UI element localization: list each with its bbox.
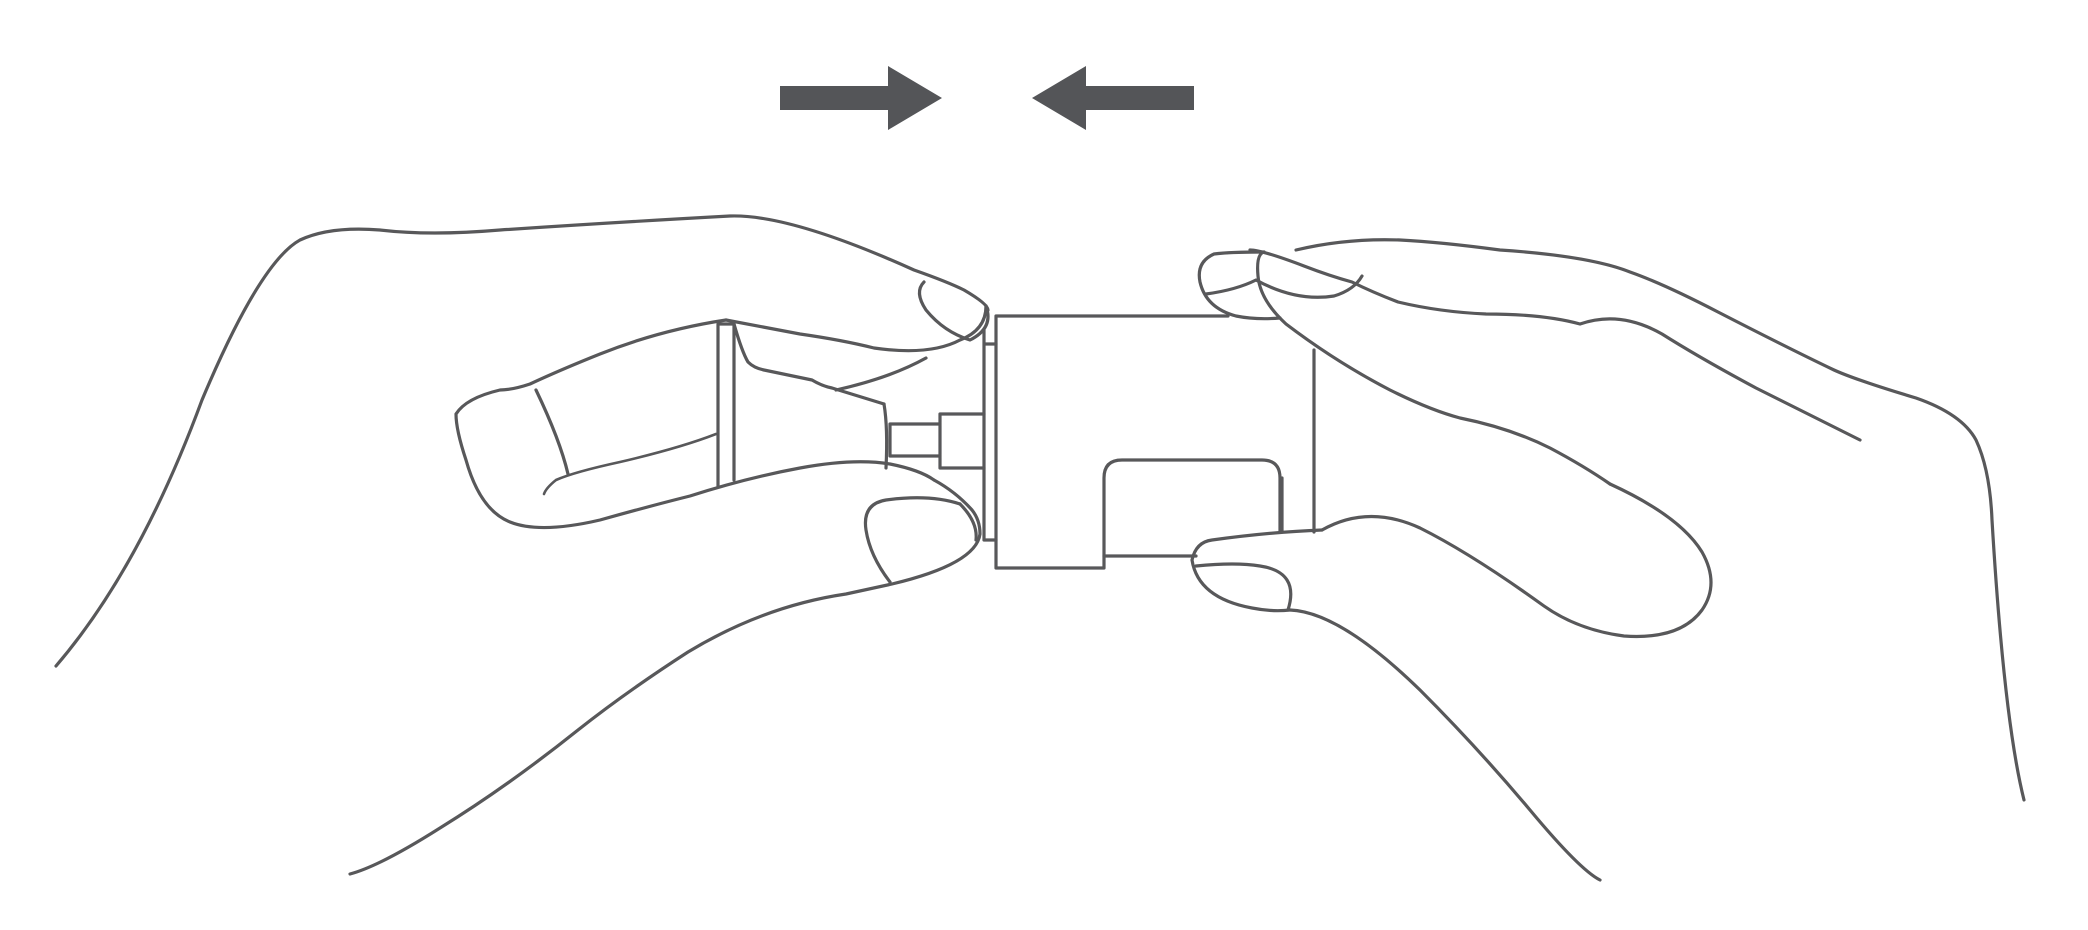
device-housing	[994, 314, 1316, 570]
left-thumb-nail	[917, 280, 990, 342]
right-index-finger-inner	[1256, 250, 1612, 486]
left-hand-upper-outline	[54, 214, 990, 668]
vial-shoulder	[732, 322, 886, 406]
right-hand	[1190, 238, 2026, 882]
right-middle-finger	[1190, 528, 1324, 613]
left-index-crease	[542, 432, 718, 496]
arrow-right-icon	[780, 66, 942, 130]
device-window	[1102, 458, 1282, 558]
left-middle-finger-top	[834, 356, 928, 392]
right-thumb-fold	[1204, 274, 1364, 299]
left-thumb-lower	[724, 304, 988, 353]
vial-neck	[882, 402, 889, 470]
left-index-finger	[454, 318, 936, 530]
device-connector	[888, 412, 986, 470]
vial	[716, 322, 886, 488]
left-hand	[54, 214, 990, 876]
left-index-knuckle	[534, 388, 570, 476]
vial-body	[716, 322, 736, 488]
arrow-left-icon	[1032, 66, 1194, 130]
right-thumb-nail	[1197, 250, 1282, 321]
right-index-top	[1294, 238, 2026, 802]
right-hand-lower	[1288, 608, 1602, 882]
device	[882, 314, 1316, 570]
left-middle-nail	[863, 496, 962, 584]
right-middle-nail	[1194, 562, 1293, 612]
right-index-tip	[1320, 482, 1713, 639]
push-arrows	[780, 66, 1194, 130]
right-hand-upper-outline	[1248, 248, 1862, 442]
device-collar	[982, 328, 998, 542]
left-middle-tip-curve	[958, 502, 978, 542]
left-middle-fingertip	[348, 478, 982, 876]
